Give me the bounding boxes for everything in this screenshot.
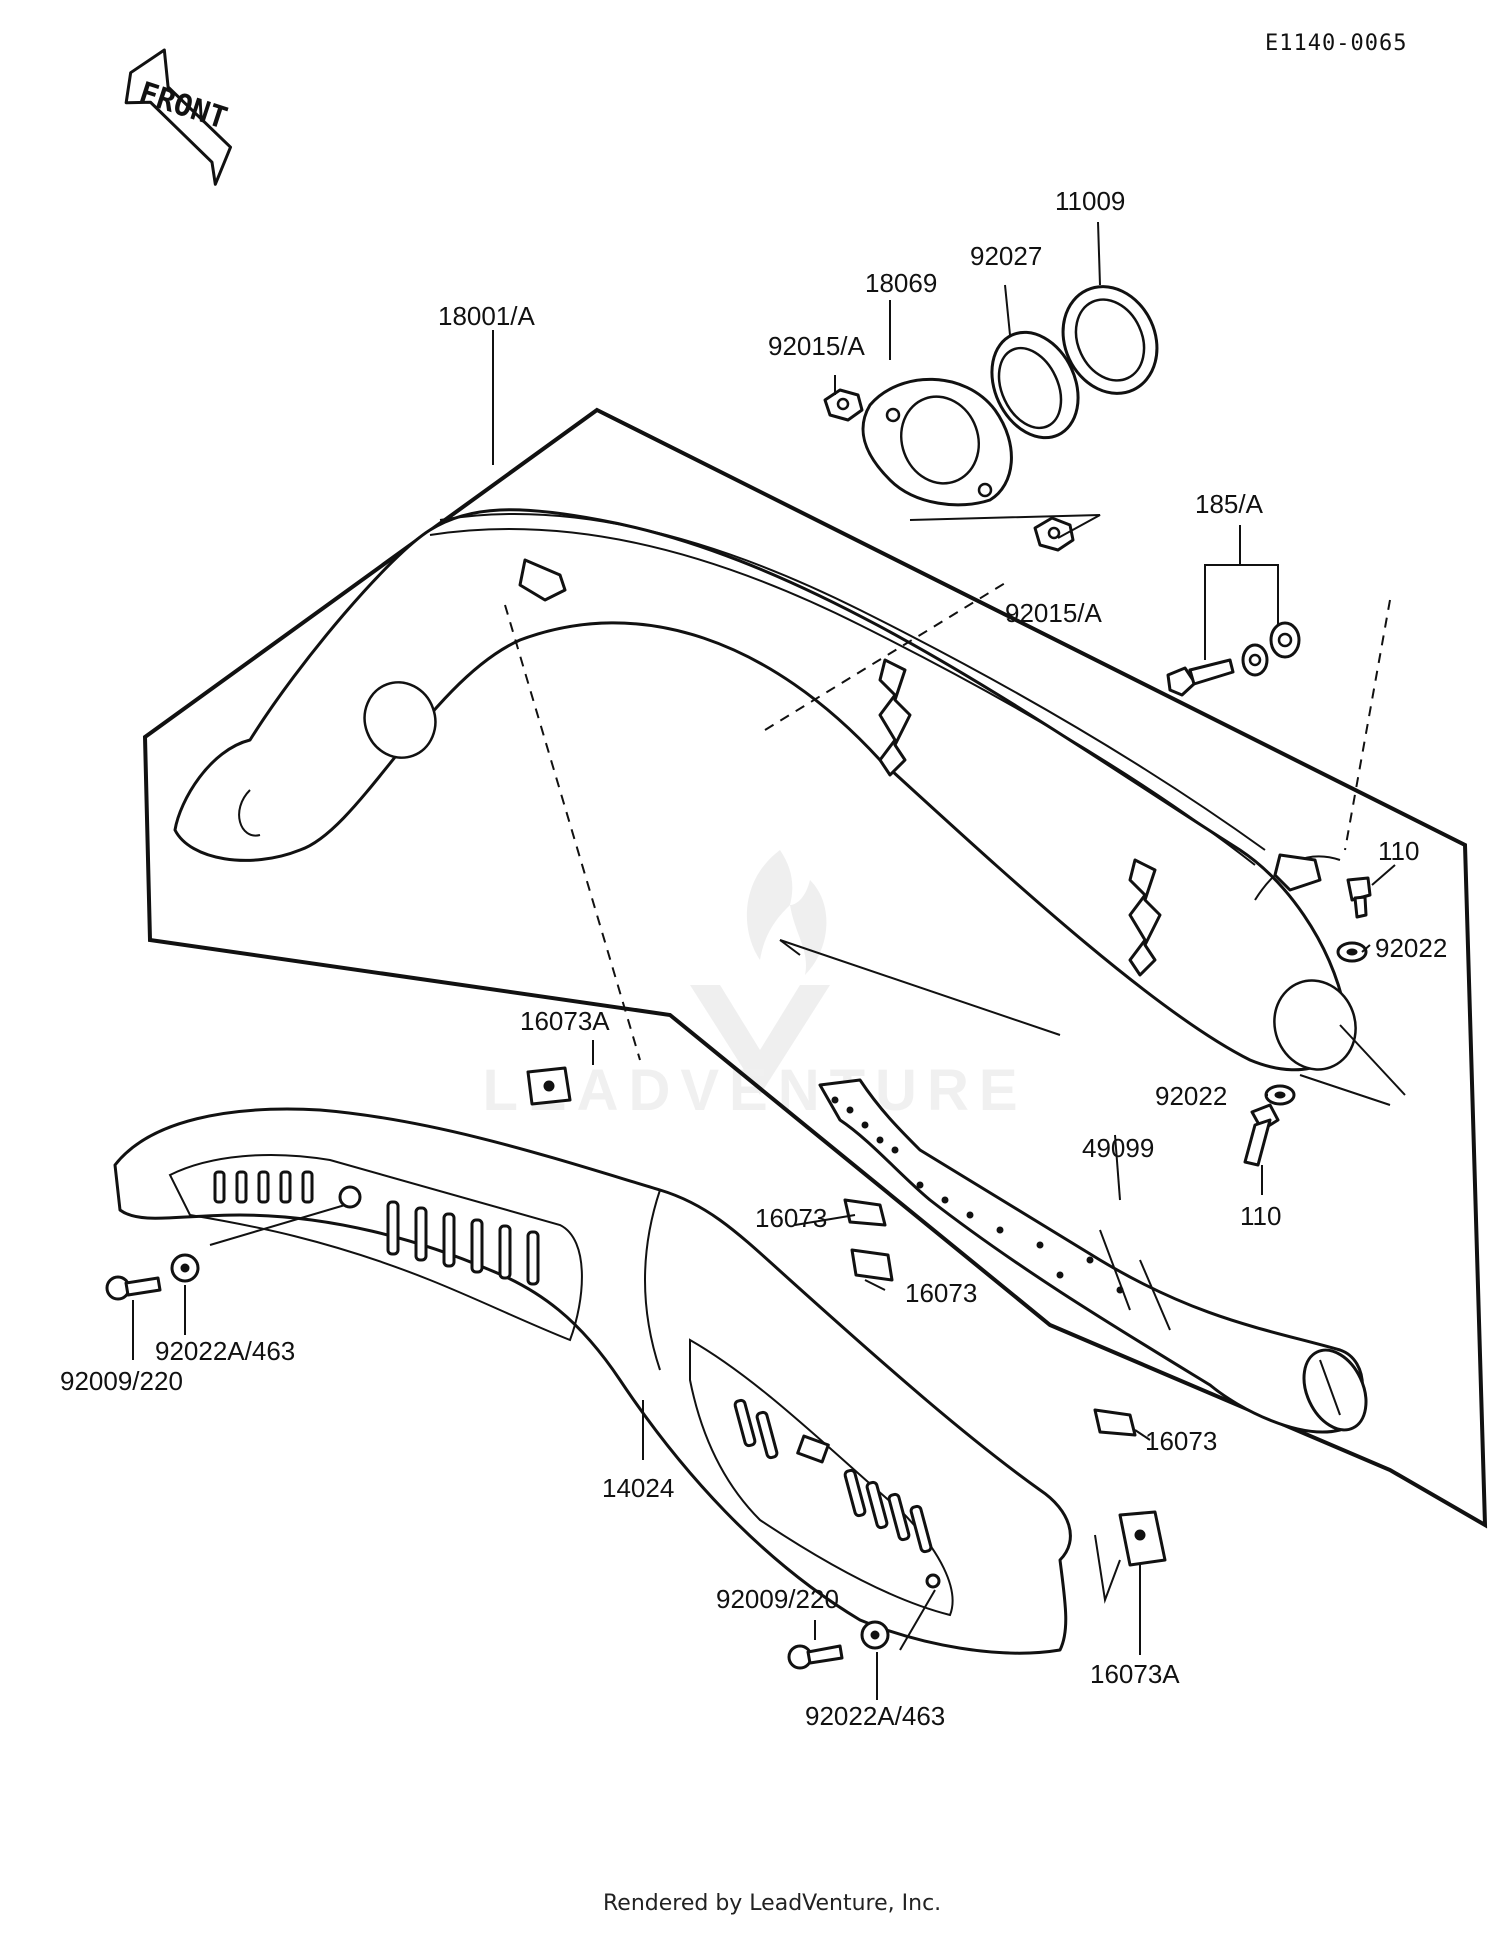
label-11009: 11009 xyxy=(1055,186,1125,216)
muffler-heat-shield-cover xyxy=(113,1107,1072,1655)
cover-clip-16073A-upper xyxy=(526,1066,572,1106)
clamp-bolt-upper xyxy=(1346,876,1372,919)
muffler-body xyxy=(173,508,1357,1072)
label-16073-c: 16073 xyxy=(1145,1426,1217,1456)
flange-nut-upper xyxy=(823,388,864,422)
label-92009-220-upper: 92009/220 xyxy=(60,1366,183,1396)
label-92009-220-lower: 92009/220 xyxy=(716,1584,839,1614)
cover-washer-upper xyxy=(170,1253,200,1283)
watermark-wordmark: LEADVENTURE xyxy=(482,1058,1027,1123)
muffler-group-frame xyxy=(142,407,1488,1529)
label-16073-b: 16073 xyxy=(905,1278,977,1308)
diagram-code: E1140-0065 xyxy=(1265,31,1407,56)
label-16073A-lower: 16073A xyxy=(1090,1659,1180,1689)
front-arrow: FRONT xyxy=(124,48,233,186)
label-92015A-upper: 92015/A xyxy=(768,331,866,361)
exhaust-flange-gasket xyxy=(861,377,1013,507)
label-leaders xyxy=(132,221,1396,1700)
clamp-washer-lower xyxy=(1264,1084,1296,1106)
assembly-lines xyxy=(209,579,1406,1651)
label-18069: 18069 xyxy=(865,268,937,298)
label-185A: 185/A xyxy=(1195,489,1264,519)
cover-clip-16073-a xyxy=(843,1198,887,1227)
label-18001A: 18001/A xyxy=(438,301,536,331)
watermark: LEADVENTURE xyxy=(482,850,1027,1123)
exhaust-seal-ring xyxy=(990,330,1080,440)
silencer-baffle xyxy=(818,1078,1368,1434)
exhaust-pipe-gasket xyxy=(1061,285,1159,395)
label-92022-upper: 92022 xyxy=(1375,933,1447,963)
cover-screw-upper xyxy=(105,1275,162,1301)
cover-clip-16073A-lower xyxy=(1118,1510,1167,1567)
cover-screw-lower xyxy=(787,1644,844,1670)
label-92022A-463-upper: 92022A/463 xyxy=(155,1336,295,1366)
label-92015A-lower: 92015/A xyxy=(1005,598,1103,628)
mounting-bolt-assembly xyxy=(1166,621,1301,697)
label-92022A-463-lower: 92022A/463 xyxy=(805,1701,945,1731)
label-110-lower: 110 xyxy=(1240,1201,1281,1231)
label-92027: 92027 xyxy=(970,241,1042,271)
cover-clip-16073-c xyxy=(1093,1408,1137,1437)
cover-washer-lower xyxy=(860,1620,890,1650)
clamp-bolt-lower xyxy=(1243,1103,1280,1167)
label-92022-lower: 92022 xyxy=(1155,1081,1227,1111)
flange-nut-lower xyxy=(1033,516,1075,552)
label-16073-a: 16073 xyxy=(755,1203,827,1233)
label-16073A-upper: 16073A xyxy=(520,1006,610,1036)
label-110-upper: 110 xyxy=(1378,836,1419,866)
label-49099: 49099 xyxy=(1082,1133,1154,1163)
footer-credit: Rendered by LeadVenture, Inc. xyxy=(603,1891,941,1916)
cover-clip-16073-b xyxy=(850,1248,894,1282)
clamp-washer-upper xyxy=(1336,941,1368,963)
label-14024: 14024 xyxy=(602,1473,674,1503)
